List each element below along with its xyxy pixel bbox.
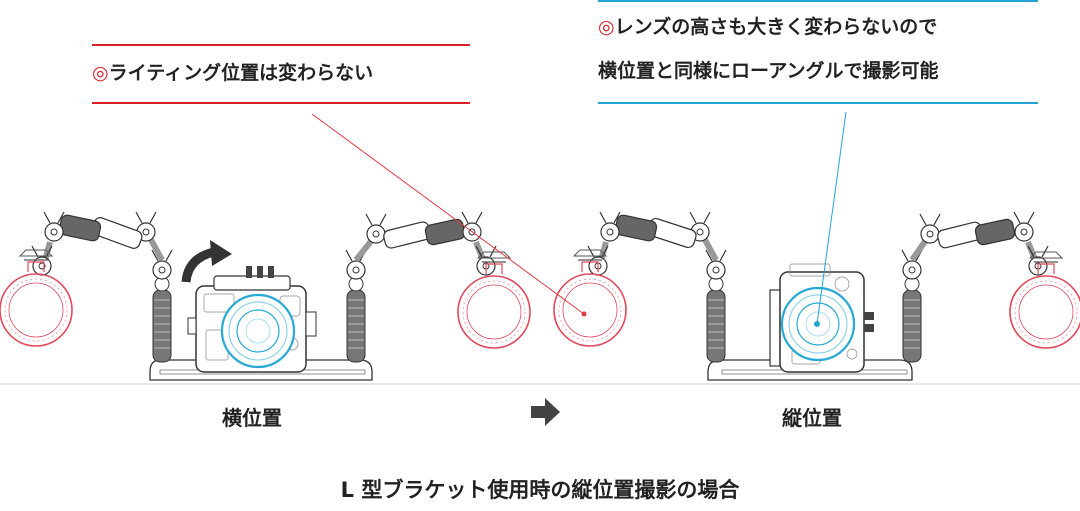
red-leader-dot bbox=[581, 311, 587, 317]
vertical-rig bbox=[553, 211, 1080, 381]
lens-callout: ◎レンズの高さも大きく変わらないので 横位置と同様にローアングルで撮影可能 bbox=[598, 0, 1038, 104]
circle-mark-icon: ◎ bbox=[598, 16, 615, 38]
right-arrow-icon bbox=[531, 398, 560, 426]
circle-mark-icon: ◎ bbox=[92, 62, 109, 84]
blue-leader-line bbox=[816, 111, 847, 325]
lens-callout-line2: 横位置と同様にローアングルで撮影可能 bbox=[598, 60, 939, 82]
lighting-callout: ◎ライティング位置は変わらない bbox=[92, 44, 470, 104]
lighting-callout-text: ◎ライティング位置は変わらない bbox=[92, 62, 374, 84]
horizontal-label: 横位置 bbox=[222, 406, 282, 430]
curved-arrow-icon bbox=[181, 240, 232, 283]
vertical-label: 縦位置 bbox=[782, 406, 842, 430]
figure-caption: L 型ブラケット使用時の縦位置撮影の場合 bbox=[340, 478, 740, 502]
lens-callout-line1: ◎レンズの高さも大きく変わらないので bbox=[598, 16, 938, 38]
red-leader-line bbox=[311, 113, 585, 315]
horizontal-rig bbox=[0, 211, 531, 381]
blue-leader-dot bbox=[814, 321, 820, 327]
